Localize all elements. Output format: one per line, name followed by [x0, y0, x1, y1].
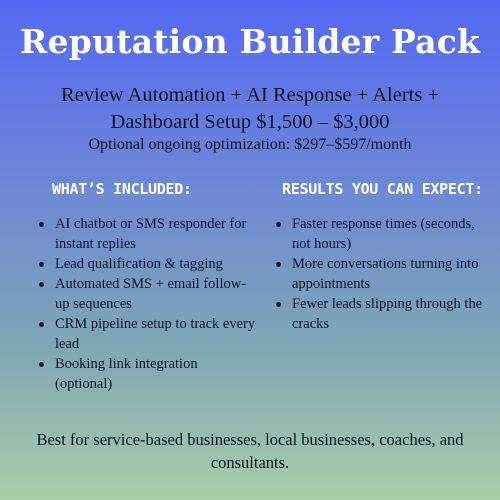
results-list: Faster response times (seconds, not hour…	[275, 214, 490, 334]
bullet-icon	[39, 362, 44, 367]
list-item: Automated SMS + email follow-up sequence…	[38, 274, 258, 314]
list-item-text: Faster response times (seconds, not hour…	[292, 216, 475, 252]
list-item: Booking link integration (optional)	[38, 354, 258, 394]
list-item-text: Fewer leads slipping through the cracks	[292, 296, 483, 332]
audience-note: Best for service-based businesses, local…	[36, 430, 464, 472]
bullet-icon	[39, 262, 44, 267]
bullet-icon	[276, 302, 281, 307]
list-item-text: Booking link integration (optional)	[55, 356, 198, 392]
bullet-icon	[276, 222, 281, 227]
list-item-text: AI chatbot or SMS responder for instant …	[55, 216, 247, 252]
included-heading: WHAT’S INCLUDED:	[52, 180, 192, 198]
list-item-text: More conversations turning into appointm…	[292, 256, 479, 292]
optional-pricing: Optional ongoing optimization: $297–$597…	[88, 136, 412, 153]
list-item-text: CRM pipeline setup to track every lead	[55, 316, 256, 352]
included-list: AI chatbot or SMS responder for instant …	[38, 214, 258, 394]
list-item: Lead qualification & tagging	[38, 254, 258, 274]
results-heading: RESULTS YOU CAN EXPECT:	[282, 180, 483, 198]
bullet-icon	[39, 322, 44, 327]
pack-title: Reputation Builder Pack	[19, 22, 481, 61]
bullet-icon	[39, 282, 44, 287]
list-item: AI chatbot or SMS responder for instant …	[38, 214, 258, 254]
list-item: Faster response times (seconds, not hour…	[275, 214, 490, 254]
list-item: Fewer leads slipping through the cracks	[275, 294, 490, 334]
bullet-icon	[276, 262, 281, 267]
list-item-text: Lead qualification & tagging	[55, 256, 223, 272]
list-item: More conversations turning into appointm…	[275, 254, 490, 294]
list-item: CRM pipeline setup to track every lead	[38, 314, 258, 354]
list-item-text: Automated SMS + email follow-up sequence…	[55, 276, 247, 312]
pack-subtitle: Review Automation + AI Response + Alerts…	[60, 84, 440, 133]
bullet-icon	[39, 222, 44, 227]
